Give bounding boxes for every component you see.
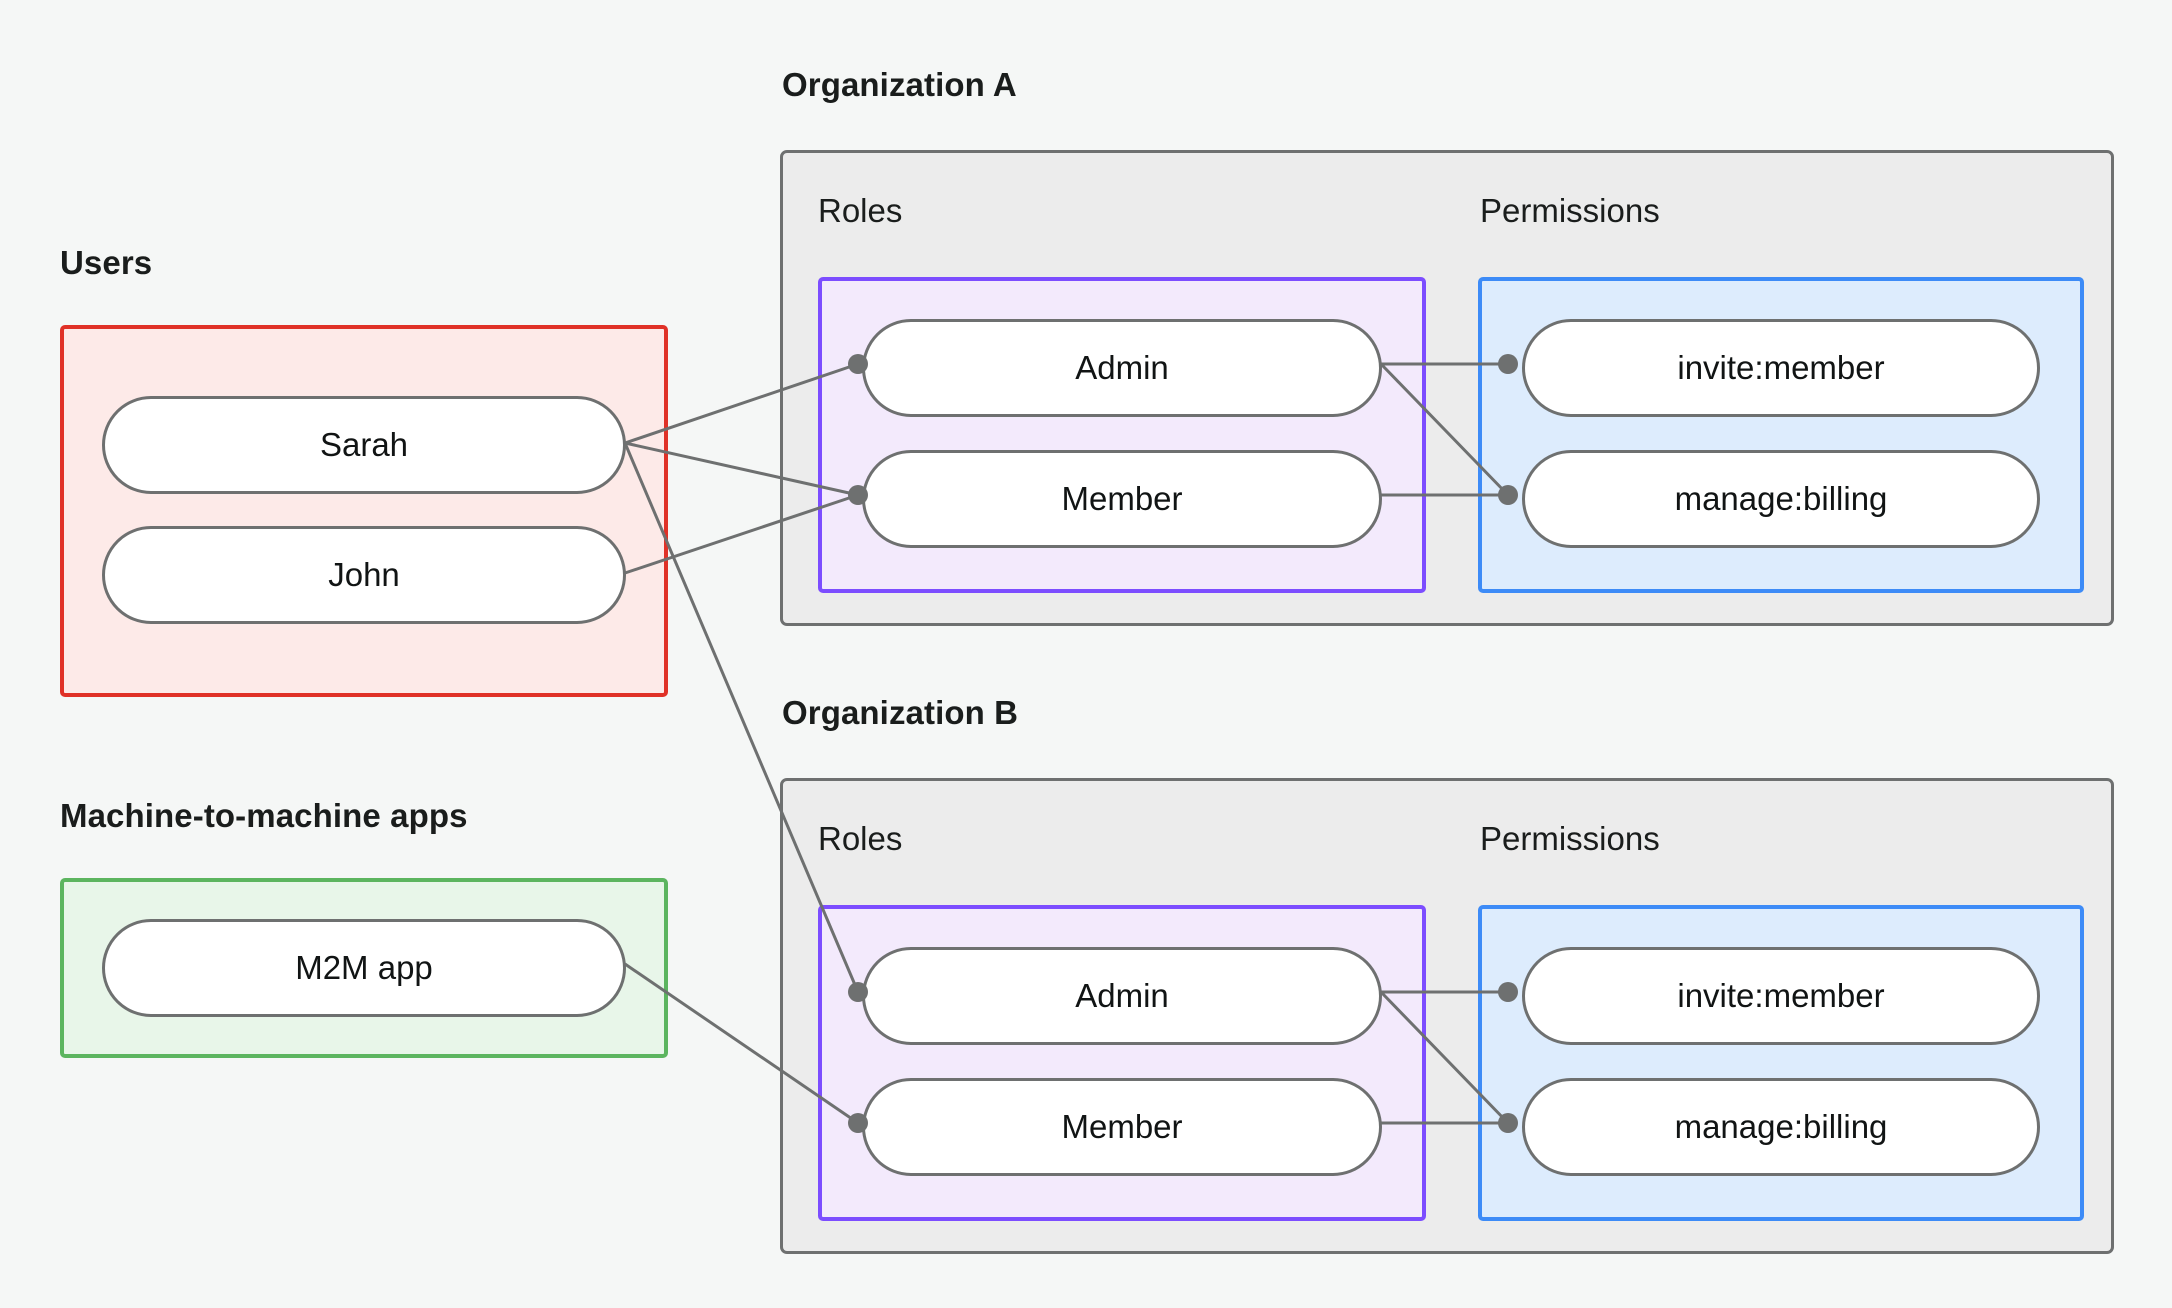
- org-a-role-admin[interactable]: Admin: [862, 319, 1382, 417]
- m2m-node-app[interactable]: M2M app: [102, 919, 626, 1017]
- org-a-permission-manage-billing-label: manage:billing: [1674, 480, 1888, 517]
- org-b-role-member-label: Member: [1061, 1108, 1183, 1145]
- user-node-john-label: John: [328, 556, 400, 593]
- user-node-john[interactable]: John: [102, 526, 626, 624]
- org-a-permissions-box: invite:member manage:billing: [1478, 277, 2084, 593]
- org-a-roles-label: Roles: [818, 192, 903, 229]
- users-group-box: Sarah John: [60, 325, 668, 697]
- m2m-group-label: Machine-to-machine apps: [60, 797, 468, 834]
- org-a-permissions-label: Permissions: [1480, 192, 1660, 229]
- m2m-node-app-label: M2M app: [295, 949, 433, 986]
- org-a-permission-manage-billing[interactable]: manage:billing: [1522, 450, 2040, 548]
- org-b-roles-box: Admin Member: [818, 905, 1426, 1221]
- org-a-role-admin-label: Admin: [1075, 349, 1169, 386]
- org-b-title: Organization B: [782, 694, 1019, 731]
- org-b-permission-invite-member[interactable]: invite:member: [1522, 947, 2040, 1045]
- org-a-role-member[interactable]: Member: [862, 450, 1382, 548]
- org-b-role-member[interactable]: Member: [862, 1078, 1382, 1176]
- org-b-permissions-box: invite:member manage:billing: [1478, 905, 2084, 1221]
- org-b-permission-invite-member-label: invite:member: [1677, 977, 1885, 1014]
- user-node-sarah[interactable]: Sarah: [102, 396, 626, 494]
- org-a-role-member-label: Member: [1061, 480, 1183, 517]
- org-a-permission-invite-member[interactable]: invite:member: [1522, 319, 2040, 417]
- users-group-label: Users: [60, 244, 153, 281]
- org-b-permission-manage-billing[interactable]: manage:billing: [1522, 1078, 2040, 1176]
- org-b-role-admin[interactable]: Admin: [862, 947, 1382, 1045]
- org-b-permission-manage-billing-label: manage:billing: [1674, 1108, 1888, 1145]
- org-a-permission-invite-member-label: invite:member: [1677, 349, 1885, 386]
- m2m-group-box: M2M app: [60, 878, 668, 1058]
- org-a-title: Organization A: [782, 66, 1017, 103]
- org-a-roles-box: Admin Member: [818, 277, 1426, 593]
- org-b-role-admin-label: Admin: [1075, 977, 1169, 1014]
- org-b-permissions-label: Permissions: [1480, 820, 1660, 857]
- org-b-roles-label: Roles: [818, 820, 903, 857]
- user-node-sarah-label: Sarah: [319, 426, 409, 463]
